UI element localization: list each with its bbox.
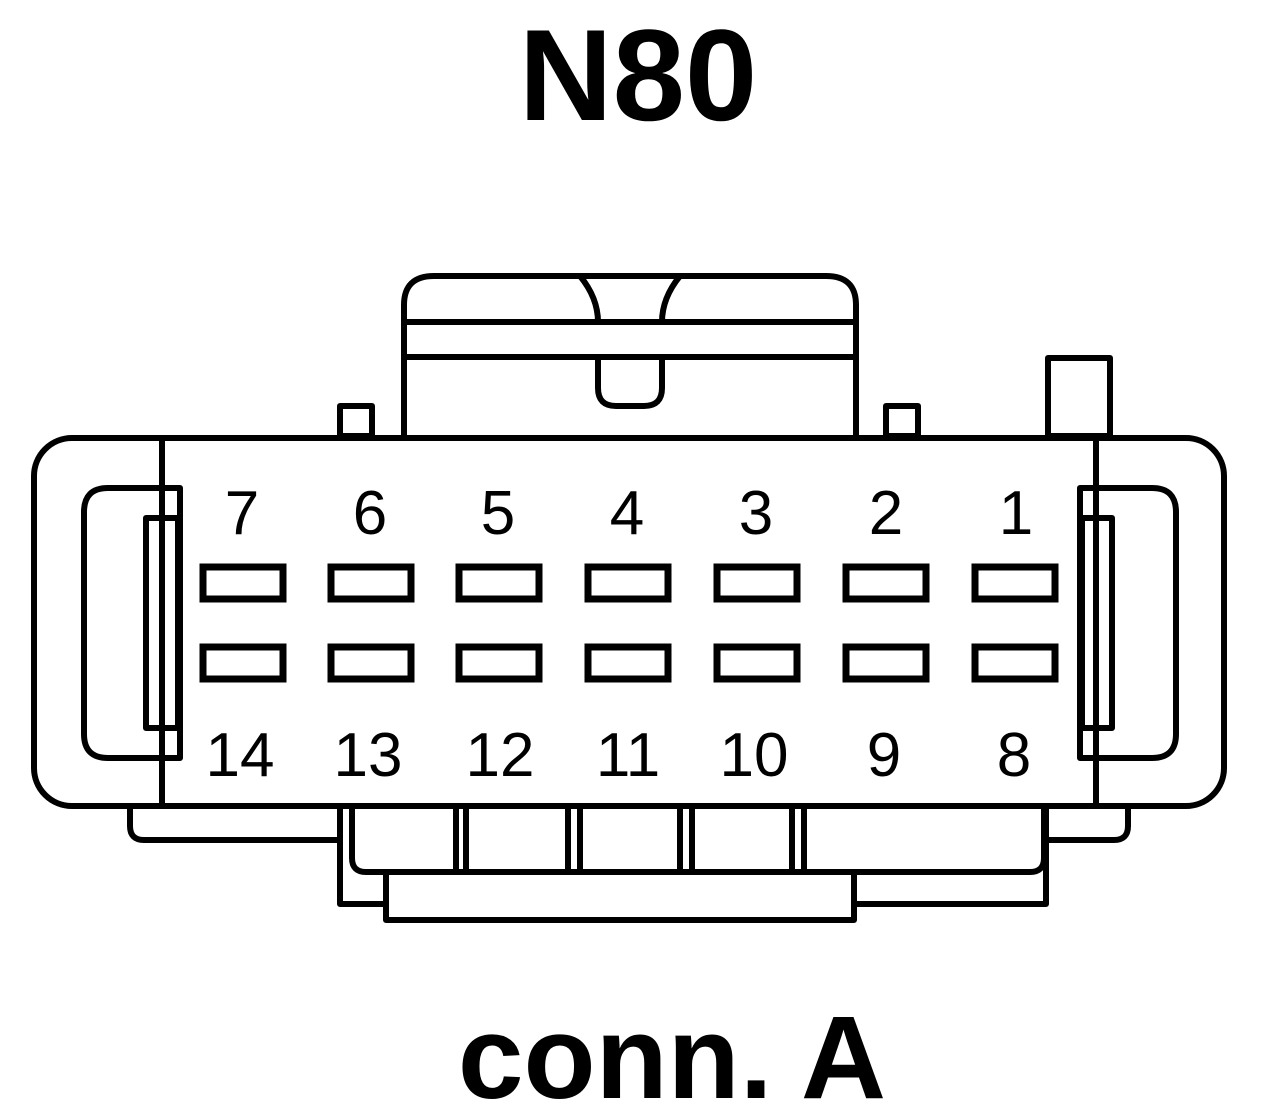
pin-terminal (842, 643, 930, 683)
pin-label: 1 (999, 479, 1033, 548)
right-side-clip (1077, 485, 1179, 761)
pin-terminal (713, 643, 801, 683)
pin-label: 9 (867, 721, 901, 790)
pin-label: 7 (225, 479, 259, 548)
pin-label: 2 (869, 479, 903, 548)
pin-label: 10 (720, 721, 789, 790)
pin-row-bottom: 14 13 12 11 10 9 8 (199, 643, 1059, 790)
pin-terminal (327, 643, 415, 683)
pin-terminal (584, 643, 672, 683)
pin-label: 4 (610, 479, 644, 548)
pin-row-top: 7 6 5 4 3 2 1 (199, 479, 1059, 603)
pin-label: 14 (206, 721, 275, 790)
pin-label: 11 (596, 721, 660, 790)
pin-terminal (971, 563, 1059, 603)
pin-terminal (971, 643, 1059, 683)
connector-body (31, 435, 1227, 809)
top-posts (337, 355, 1113, 439)
pin-terminal (713, 563, 801, 603)
pin-label: 3 (739, 479, 773, 548)
pin-terminal (327, 563, 415, 603)
pin-label: 12 (466, 721, 535, 790)
pin-label: 5 (481, 479, 515, 548)
connector-title: N80 (519, 2, 757, 148)
pin-label: 6 (353, 479, 387, 548)
pin-terminal (455, 643, 543, 683)
left-side-clip (81, 485, 183, 761)
pin-label: 13 (334, 721, 403, 790)
pin-terminal (199, 643, 287, 683)
pin-terminal (455, 563, 543, 603)
bottom-housing (127, 806, 1131, 923)
pin-label: 8 (997, 721, 1031, 790)
pin-terminal (584, 563, 672, 603)
connector-subtitle: conn. A (458, 992, 886, 1118)
pin-terminal (199, 563, 287, 603)
top-latch (401, 273, 859, 436)
pin-terminal (842, 563, 930, 603)
